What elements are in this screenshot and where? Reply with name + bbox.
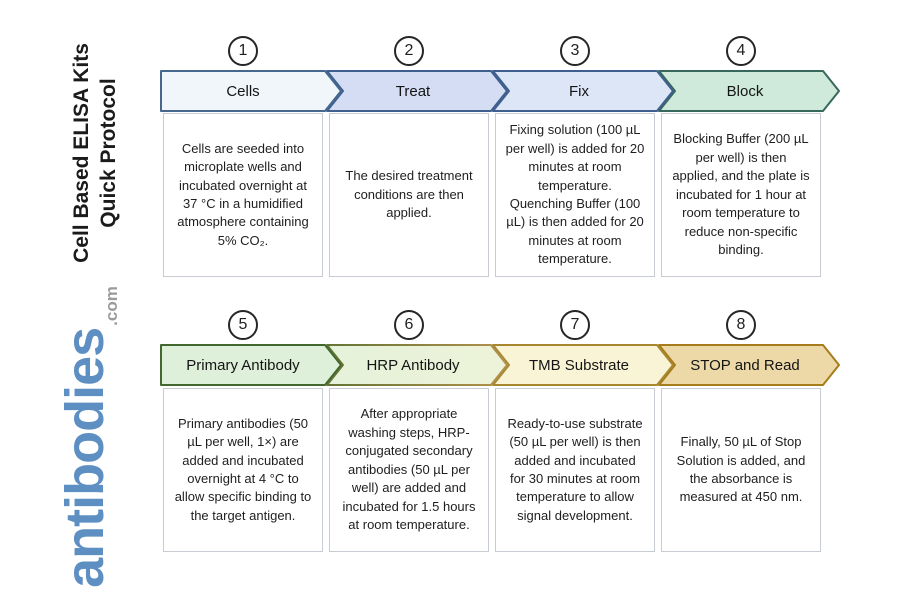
step-7-number-circle: 7 <box>560 310 590 340</box>
step-4-description: Blocking Buffer (200 µL per well) is the… <box>661 113 821 277</box>
step-2-number: 2 <box>404 42 414 59</box>
step-4: 4 Block Blocking Buffer (200 µL per well… <box>658 36 840 286</box>
step-2: 2 Treat The desired treatment conditions… <box>326 36 508 286</box>
step-3-banner-arrow <box>492 70 674 112</box>
step-6-title: HRP Antibody <box>366 356 460 374</box>
step-3-description: Fixing solution (100 µL per well) is add… <box>495 113 655 277</box>
step-3-title: Fix <box>569 82 589 100</box>
step-1-banner-arrow <box>160 70 342 112</box>
step-5-banner-arrow <box>160 344 342 386</box>
step-2-description: The desired treatment conditions are the… <box>329 113 489 277</box>
step-3: 3 Fix Fixing solution (100 µL per well) … <box>492 36 674 286</box>
step-1-number-circle: 1 <box>228 36 258 66</box>
step-8-title: STOP and Read <box>690 356 800 374</box>
protocol-row-1: 1 Cells Cells are seeded into microplate… <box>160 36 860 286</box>
step-5-number-circle: 5 <box>228 310 258 340</box>
step-2-number-circle: 2 <box>394 36 424 66</box>
protocol-title: Cell Based ELISA Kits Quick Protocol <box>66 23 126 283</box>
step-8-number: 8 <box>736 316 746 333</box>
step-1-title: Cells <box>226 82 260 100</box>
step-7-banner-arrow <box>492 344 674 386</box>
step-1-description: Cells are seeded into microplate wells a… <box>163 113 323 277</box>
step-7: 7 TMB Substrate Ready-to-use substrate (… <box>492 310 674 560</box>
step-6-banner-arrow <box>326 344 508 386</box>
protocol-title-line1: Cell Based ELISA Kits <box>70 43 94 263</box>
step-2-banner-arrow <box>326 70 508 112</box>
step-7-description: Ready-to-use substrate (50 µL per well) … <box>495 388 655 552</box>
step-7-title: TMB Substrate <box>528 356 630 374</box>
protocol-row-2: 5 Primary Antibody Primary antibodies (5… <box>160 310 860 560</box>
step-6-number-circle: 6 <box>394 310 424 340</box>
step-2-title: Treat <box>395 82 431 100</box>
protocol-title-line2: Quick Protocol <box>97 78 120 228</box>
step-5-title: Primary Antibody <box>186 356 300 374</box>
step-8-description: Finally, 50 µL of Stop Solution is added… <box>661 388 821 552</box>
step-1: 1 Cells Cells are seeded into microplate… <box>160 36 342 286</box>
step-8-banner-arrow <box>658 344 840 386</box>
brand-logo-text: antibodies <box>55 327 115 588</box>
step-5: 5 Primary Antibody Primary antibodies (5… <box>160 310 342 560</box>
step-4-number: 4 <box>736 42 746 59</box>
step-6: 6 HRP Antibody After appropriate washing… <box>326 310 508 560</box>
step-7-number: 7 <box>570 316 580 333</box>
step-4-number-circle: 4 <box>726 36 756 66</box>
step-8: 8 STOP and Read Finally, 50 µL of Stop S… <box>658 310 840 560</box>
step-3-number: 3 <box>570 42 580 59</box>
step-3-number-circle: 3 <box>560 36 590 66</box>
brand-logo-suffix: .com <box>102 286 121 326</box>
step-8-number-circle: 8 <box>726 310 756 340</box>
step-6-number: 6 <box>404 316 414 333</box>
step-1-number: 1 <box>238 42 248 59</box>
step-5-description: Primary antibodies (50 µL per well, 1×) … <box>163 388 323 552</box>
step-4-title: Block <box>726 82 764 100</box>
step-5-number: 5 <box>238 316 248 333</box>
step-4-banner-arrow <box>658 70 840 112</box>
step-6-description: After appropriate washing steps, HRP-con… <box>329 388 489 552</box>
brand-logo: antibodies .com <box>54 277 126 594</box>
